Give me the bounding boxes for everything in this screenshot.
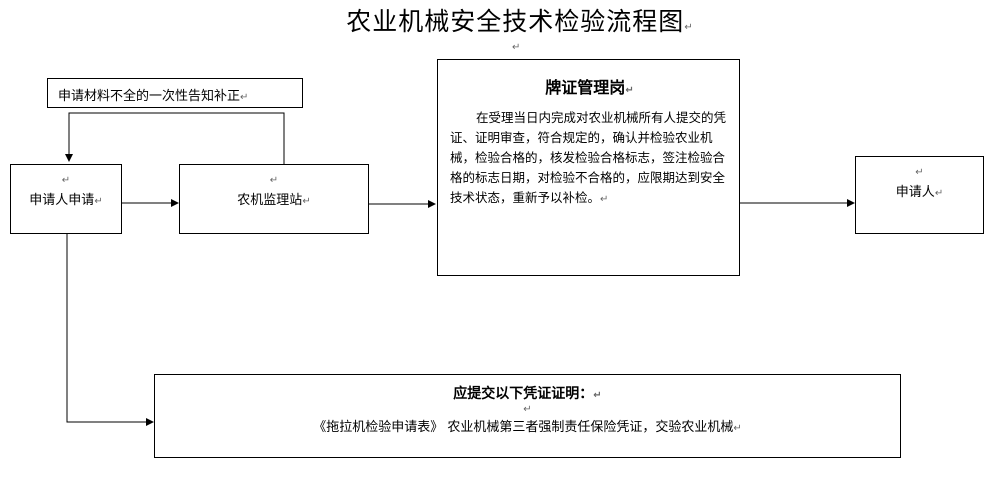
- applicant-apply-box: ↵ 申请人申请↵: [10, 164, 122, 234]
- documents-box: 应提交以下凭证证明：↵ ↵ 《拖拉机检验申请表》 农业机械第三者强制责任保险凭证…: [154, 374, 901, 458]
- documents-items: 《拖拉机检验申请表》 农业机械第三者强制责任保险凭证，交验农业机械↵: [313, 420, 742, 435]
- station-box: ↵ 农机监理站↵: [179, 164, 369, 234]
- license-post-body: 在受理当日内完成对农业机械所有人提交的凭证、证明审查，符合规定的，确认并检验农业…: [450, 110, 727, 205]
- applicant-box: ↵ 申请人↵: [855, 156, 984, 234]
- documents-heading: 应提交以下凭证证明：↵: [453, 386, 602, 402]
- paragraph-mark: ↵: [512, 42, 521, 53]
- feedback-line: [65, 112, 285, 164]
- license-post-box: 牌证管理岗↵ 在受理当日内完成对农业机械所有人提交的凭证、证明审查，符合规定的，…: [437, 59, 740, 276]
- notice-box: 申请材料不全的一次性告知补正↵: [47, 78, 303, 108]
- diagram-title: 农业机械安全技术检验流程图↵: [346, 7, 694, 36]
- license-post-heading: 牌证管理岗↵: [545, 78, 634, 97]
- arrow-apply-to-documents: [66, 234, 154, 426]
